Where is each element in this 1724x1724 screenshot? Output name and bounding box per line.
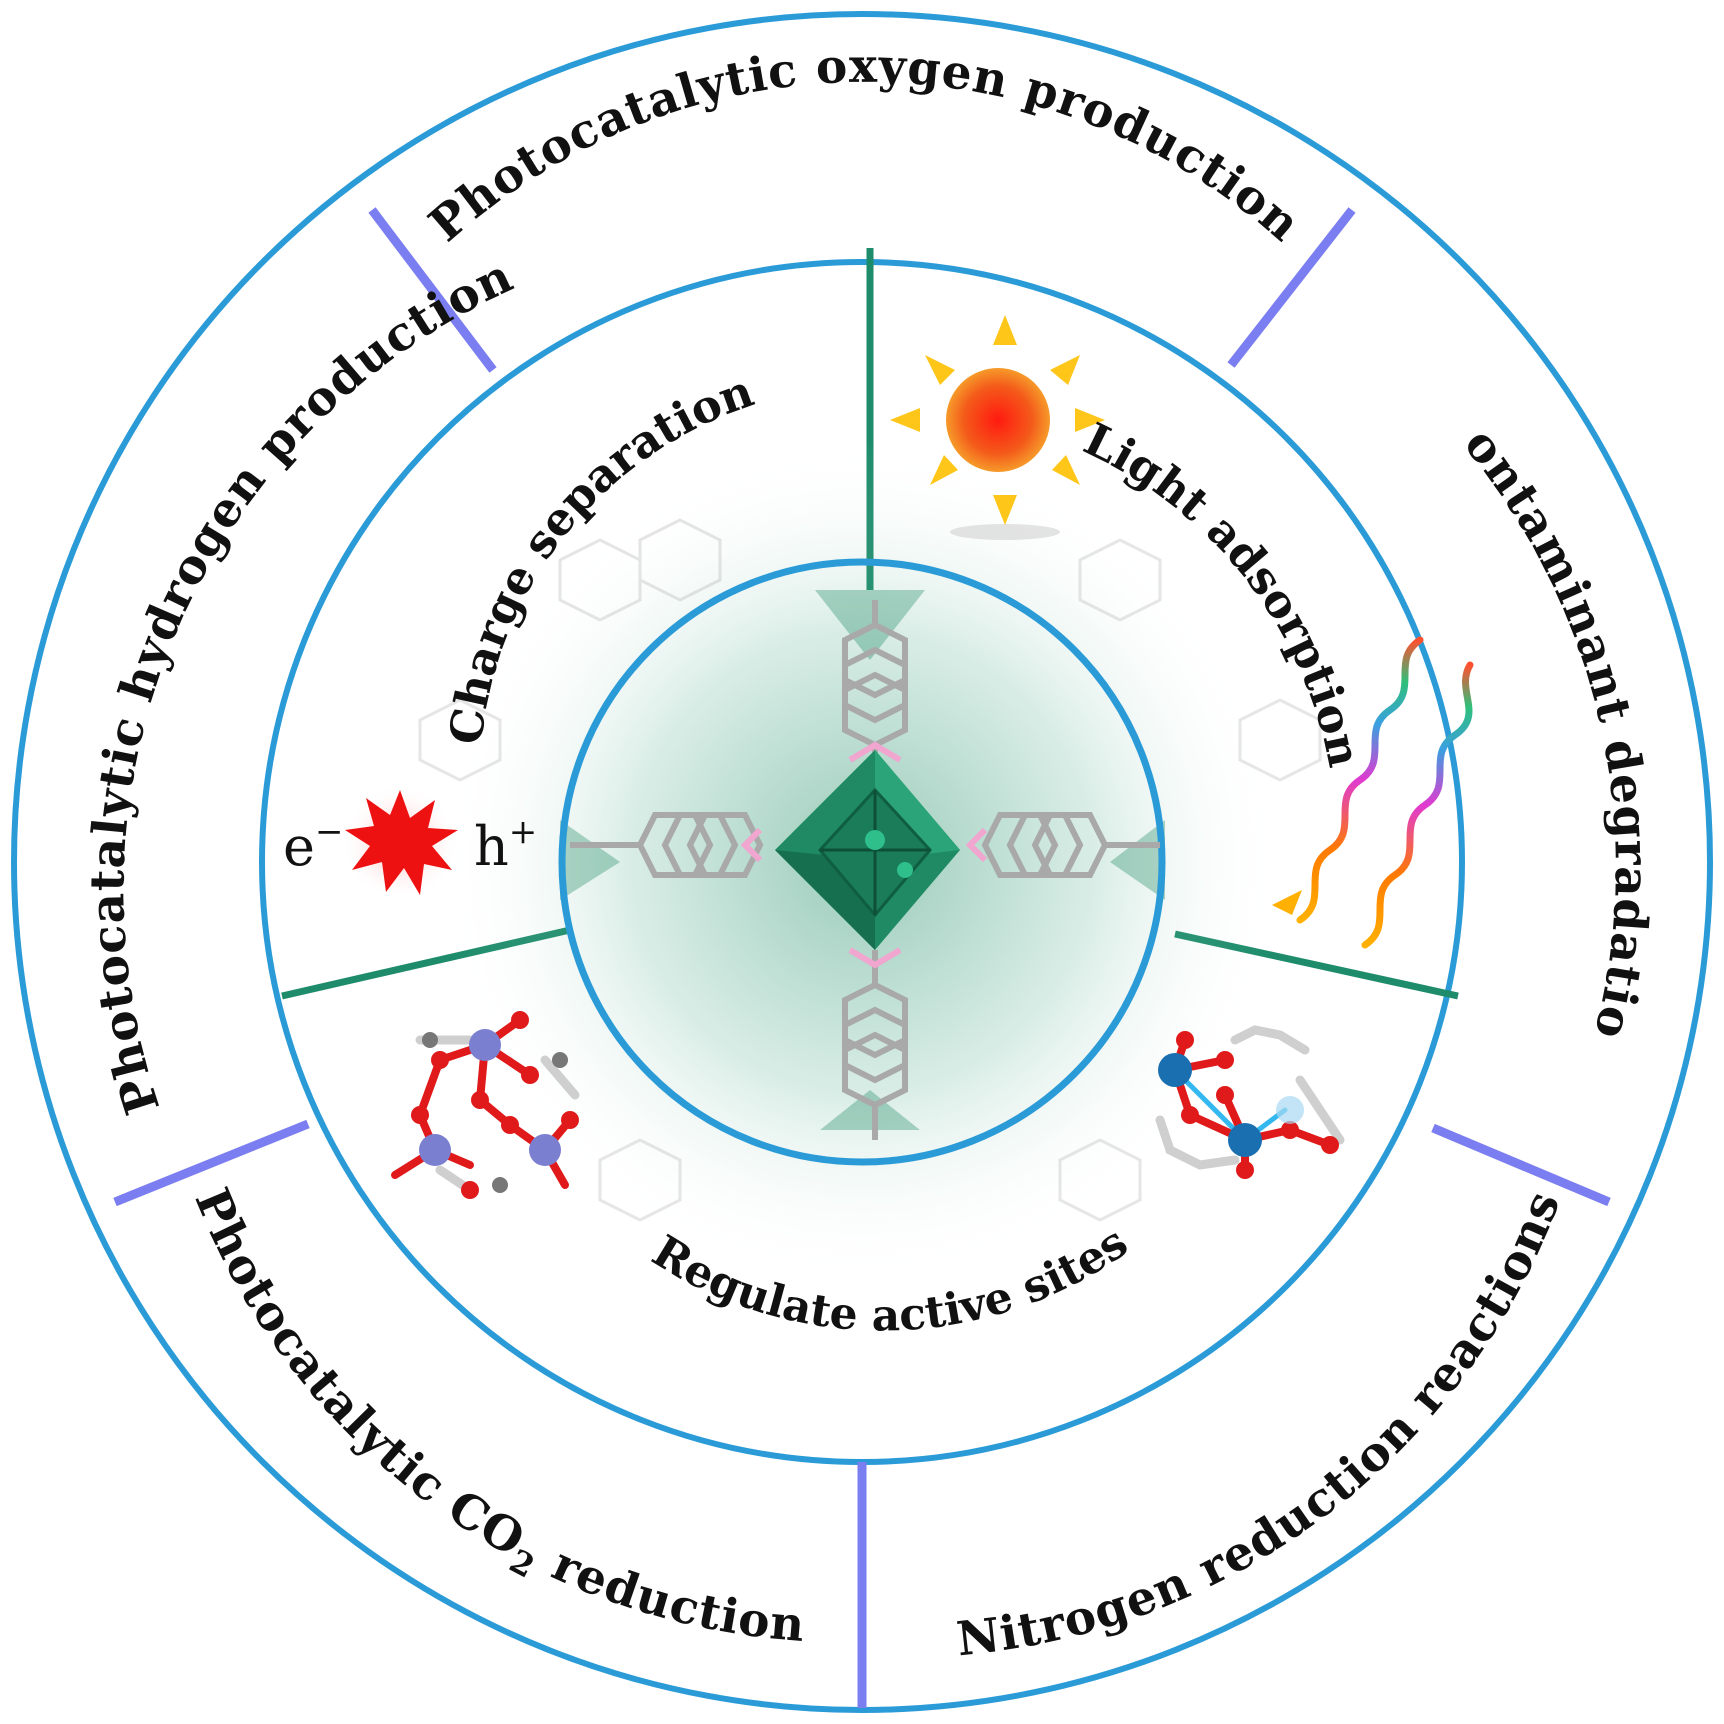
mof-framework-center bbox=[418, 442, 1322, 1282]
inner-ring bbox=[558, 558, 1166, 1166]
outer-ring bbox=[11, 11, 1713, 1713]
mof-node-icon bbox=[391, 1011, 580, 1199]
electron-label: e− bbox=[283, 812, 343, 878]
divider-top-left bbox=[368, 207, 497, 373]
divider-top-right bbox=[1227, 207, 1356, 368]
light-wave-icon bbox=[1272, 636, 1474, 949]
zr-oxo-cluster bbox=[775, 750, 960, 950]
divider-left bbox=[113, 1119, 310, 1207]
cobalt-cluster-icon bbox=[1155, 1025, 1345, 1179]
charge-burst-icon bbox=[342, 785, 458, 901]
divider-right bbox=[1431, 1123, 1611, 1207]
charge-carriers: e− h+ bbox=[283, 812, 537, 878]
outer-dividers bbox=[113, 207, 1611, 1708]
sun-icon bbox=[890, 315, 1105, 540]
hole-label: h+ bbox=[474, 812, 537, 878]
